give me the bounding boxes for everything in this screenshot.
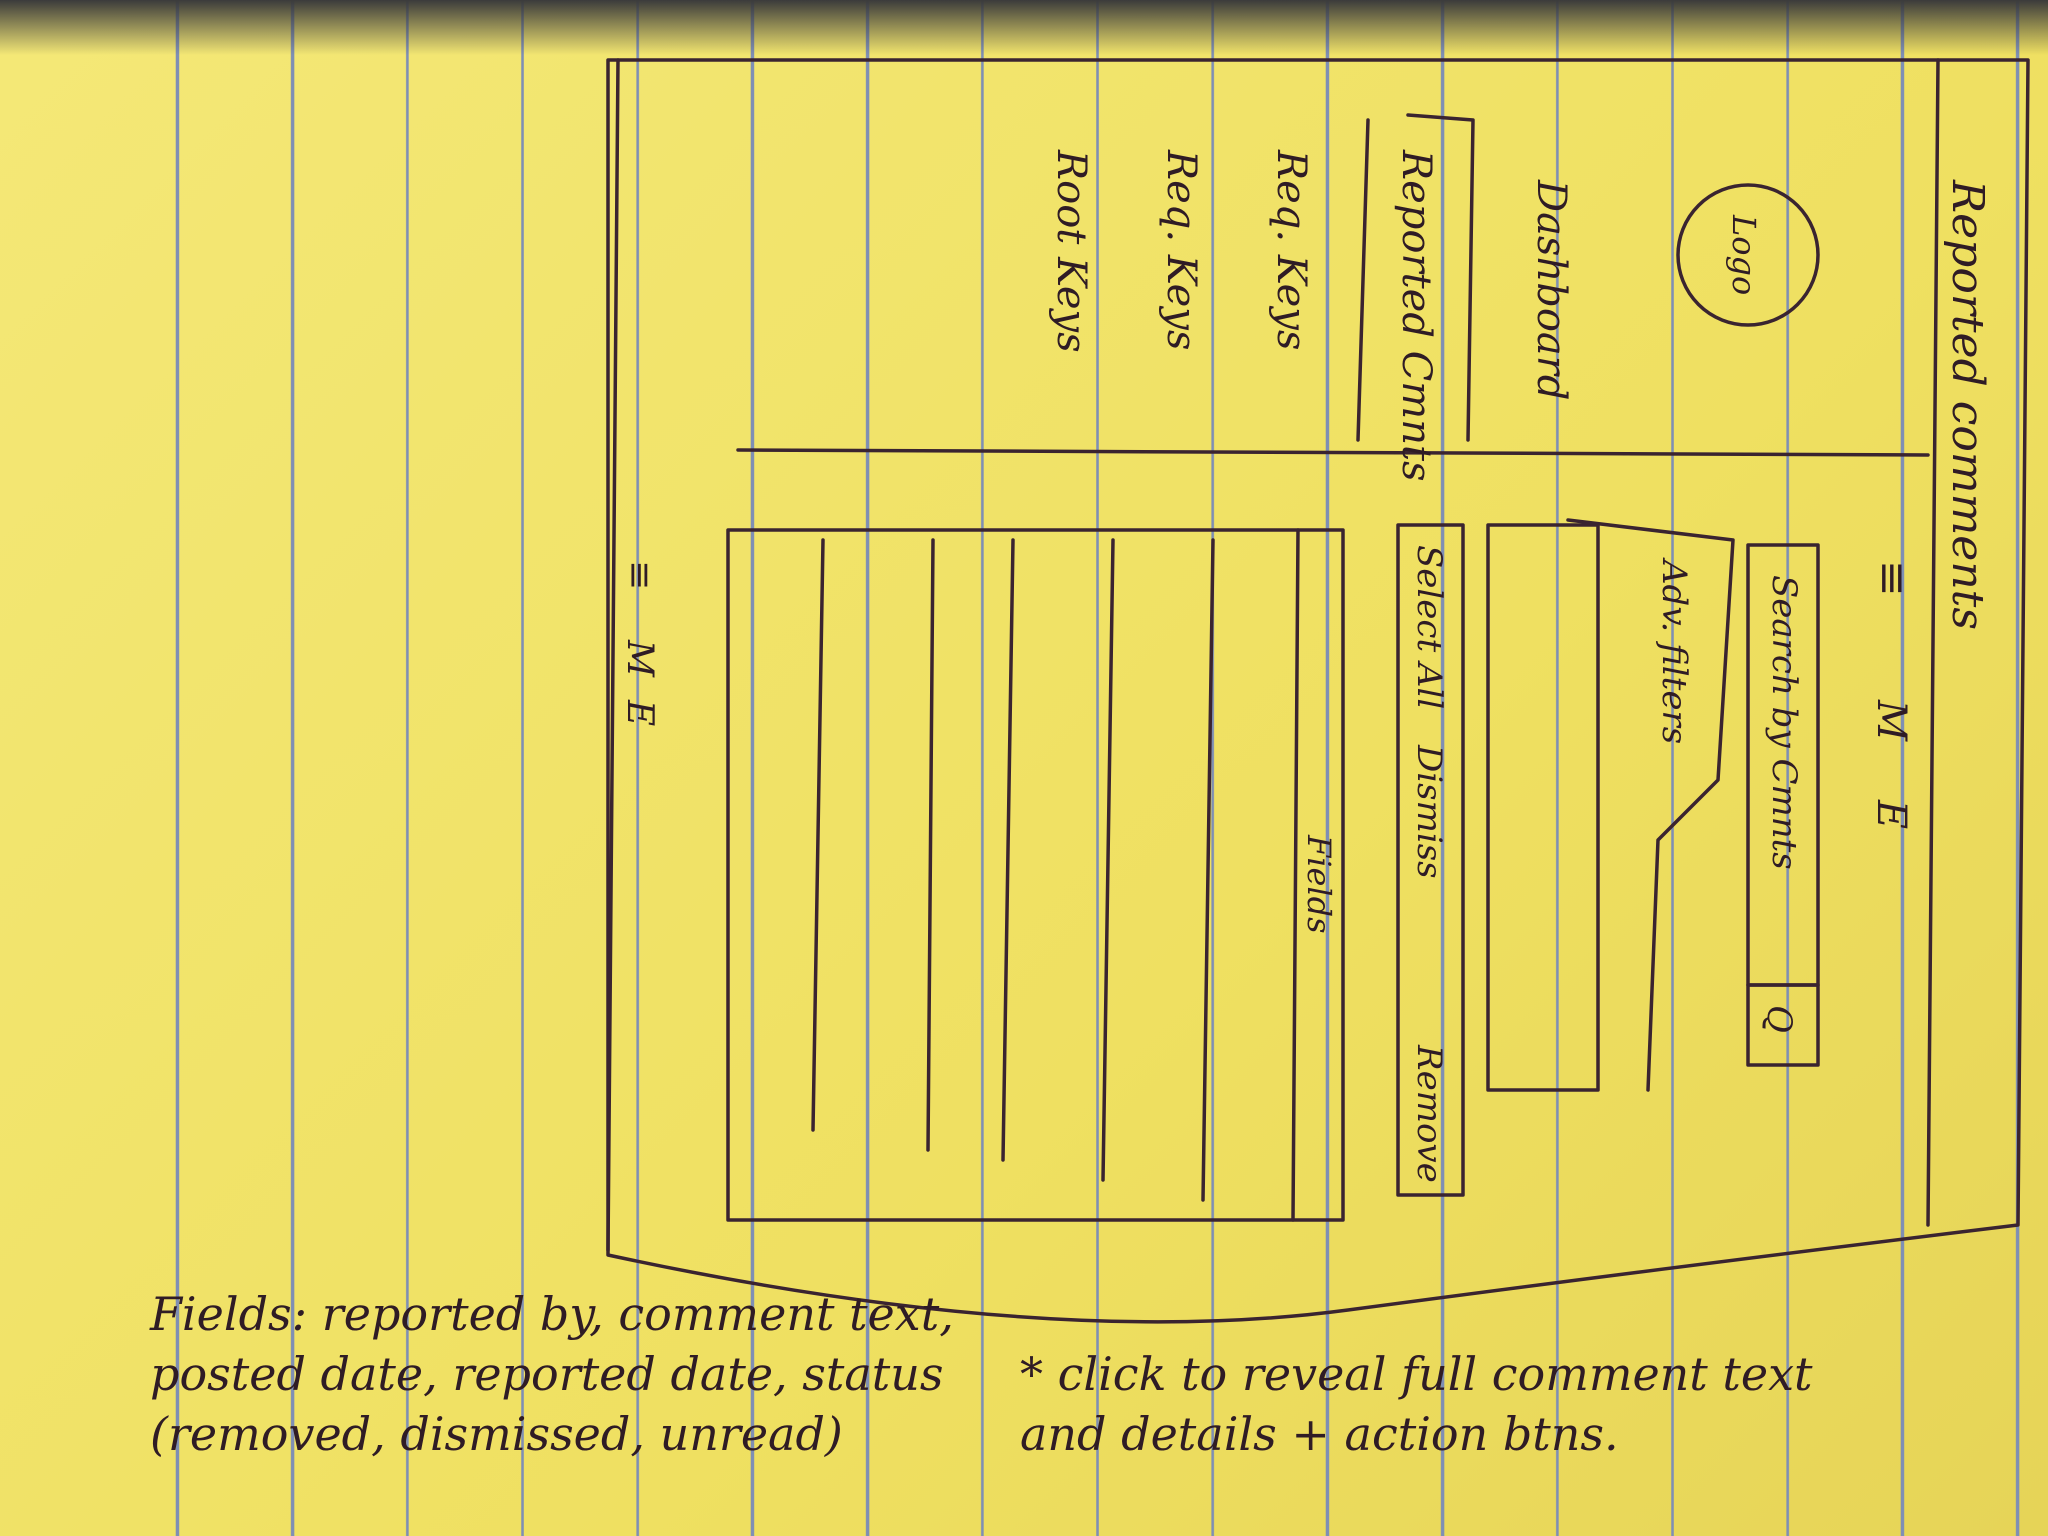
sidebar-item-keys-1[interactable]: Req. Keys (1268, 149, 1314, 350)
header-divider (1926, 58, 1940, 1227)
sidebar-item-root-keys[interactable]: Root Keys (1048, 149, 1094, 353)
sidebar-active-box (1406, 113, 1475, 442)
note-click-line1: * click to reveal full comment text (1020, 1347, 1813, 1401)
footer-divider (606, 58, 620, 1252)
table-header-divider (1291, 528, 1300, 1222)
note-fields-line2: posted date, reported date, status (150, 1347, 944, 1401)
menu-icon[interactable]: ≡ (1867, 560, 1918, 597)
dismiss-button[interactable]: Dismiss (1409, 744, 1449, 879)
note-click-line2: and details + action btns. (1020, 1407, 1619, 1461)
logo-text: Logo (1725, 214, 1763, 295)
sidebar-item-dashboard[interactable]: Dashboard (1528, 179, 1574, 400)
page-title: Reported comments (1942, 179, 1993, 630)
table-row[interactable] (811, 538, 825, 1132)
table-header: Fields (1300, 834, 1338, 934)
header-letter-e[interactable]: E (1868, 799, 1914, 829)
search-placeholder: Search by Cmnts (1764, 575, 1804, 870)
remove-button[interactable]: Remove (1409, 1044, 1449, 1183)
filters-label[interactable]: Adv. filters (1654, 557, 1694, 744)
footer-menu-icon[interactable]: ≡ (619, 560, 660, 590)
sidebar-active-underline (1356, 118, 1370, 442)
note-fields-line3: (removed, dismissed, unread) (150, 1407, 843, 1461)
footer-letter-m[interactable]: M (619, 639, 660, 678)
note-fields-line1: Fields: reported by, comment text, (149, 1287, 954, 1341)
search-icon: Q (1759, 1005, 1799, 1033)
paper-edge-shadow (0, 0, 2048, 55)
sidebar-divider (736, 448, 1930, 457)
sidebar-item-reported[interactable]: Reported Cmnts (1393, 149, 1439, 482)
filters-panel[interactable] (1566, 518, 1735, 1092)
footer-letter-e[interactable]: E (619, 699, 660, 726)
sidebar-item-keys-2[interactable]: Req. Keys (1158, 149, 1204, 350)
table-row[interactable] (1101, 538, 1115, 1182)
browser-frame (606, 58, 2030, 1324)
table-row[interactable] (926, 538, 935, 1152)
select-all-button[interactable]: Select All (1409, 545, 1449, 709)
action-bar (1396, 523, 1465, 1197)
header-letter-m[interactable]: M (1868, 699, 1914, 742)
logo-circle (1676, 183, 1820, 327)
annotation-notes: Fields: reported by, comment text, poste… (149, 1287, 1813, 1461)
table-row[interactable] (1001, 538, 1015, 1162)
table-row[interactable] (1201, 538, 1215, 1202)
details-panel (1486, 523, 1600, 1092)
search-button[interactable] (1746, 983, 1820, 1067)
comments-table (726, 528, 1345, 1222)
